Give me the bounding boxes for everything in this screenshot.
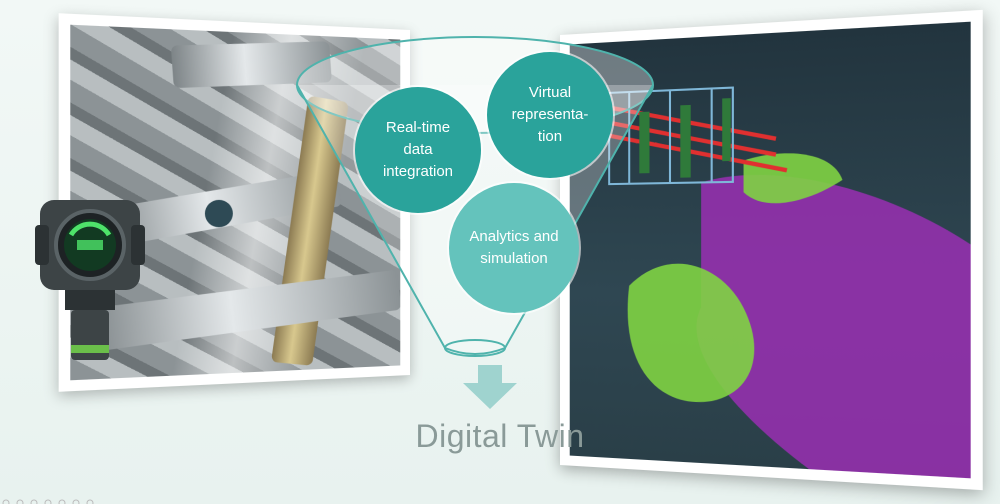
down-arrow-icon [463,365,517,409]
gas-detector-device [35,200,145,360]
bubble-label: Real-time data integration [382,119,454,180]
3d-model-frame [560,9,983,491]
bubble-label: Analytics and simulation [469,228,559,267]
diagram-title: Digital Twin [415,418,585,454]
3d-plant-gas-plume-model [569,21,971,479]
bubble-label: Virtual representa- tion [511,84,589,145]
slide-navigation-dots[interactable] [2,497,122,504]
bubble-real-time-data-integration: Real-time data integration [355,87,481,213]
bubble-virtual-representation: Virtual representa- tion [487,52,613,178]
bubble-analytics-and-simulation: Analytics and simulation [449,183,579,313]
